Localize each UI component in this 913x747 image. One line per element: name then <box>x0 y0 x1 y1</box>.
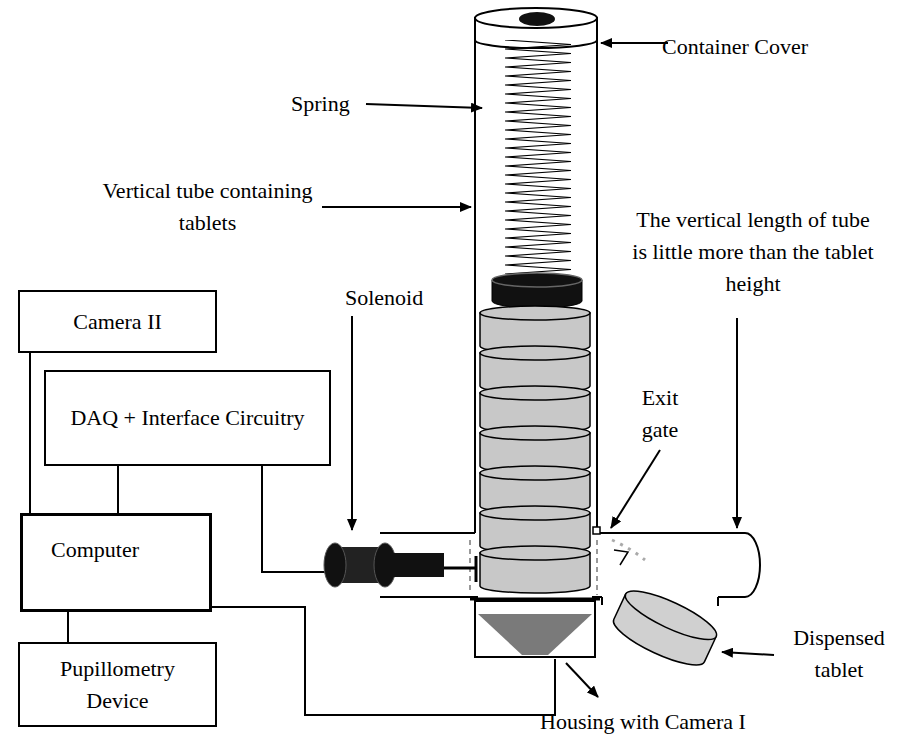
box-text: Camera II <box>73 306 162 338</box>
horizontal-tube <box>380 533 760 606</box>
daq-box: DAQ + Interface Circuitry <box>44 370 331 466</box>
length-note: The vertical length of tube is little mo… <box>628 204 878 300</box>
housing-label: Housing with Camera I <box>540 706 746 738</box>
pupillometry-box: Pupillometry Device <box>18 642 217 727</box>
daq-wire <box>262 466 330 572</box>
camera-box: Camera II <box>18 290 217 353</box>
vertical-tube <box>475 20 597 533</box>
solenoid-label: Solenoid <box>345 282 455 314</box>
tablet-stack <box>480 306 590 593</box>
tablet-label: Dispensed tablet <box>770 622 908 686</box>
cover-label: Container Cover <box>640 31 830 63</box>
camera-housing <box>470 599 600 657</box>
wire-connector <box>117 466 119 513</box>
computer-box: Computer <box>20 513 212 612</box>
gate-label: Exit gate <box>625 382 695 446</box>
box-text: Pupillometry Device <box>30 653 205 717</box>
wire-connector <box>29 353 31 513</box>
tube-label: Vertical tube containing tablets <box>95 175 320 239</box>
spring-label: Spring <box>291 88 371 120</box>
dispensed-tablet <box>608 582 721 673</box>
wire-connector <box>67 612 69 642</box>
box-text: DAQ + Interface Circuitry <box>70 402 304 434</box>
spring <box>505 40 571 274</box>
exit-gate <box>593 527 645 565</box>
leader-arrows <box>322 43 774 697</box>
box-text: Computer <box>51 534 139 566</box>
pusher-plate <box>492 273 582 308</box>
solenoid <box>324 543 476 587</box>
